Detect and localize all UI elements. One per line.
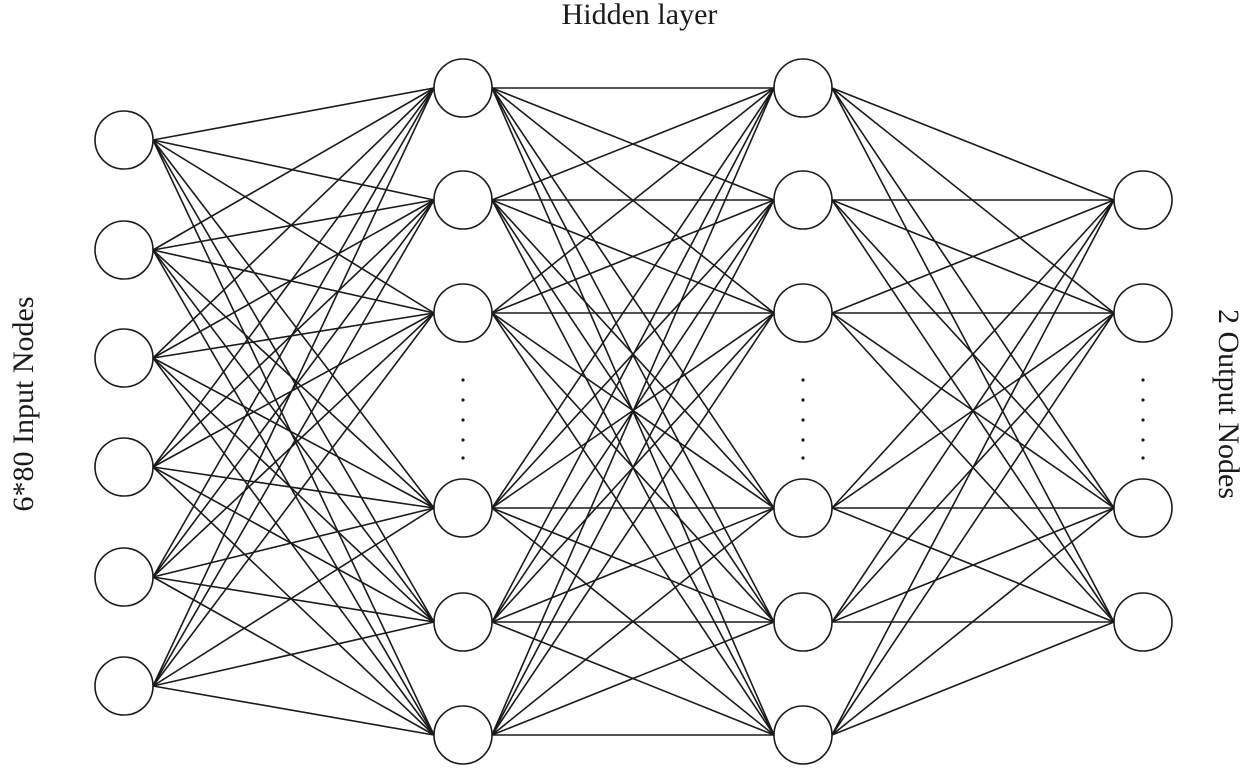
edge-input-0-to-hidden-1-5	[152, 139, 435, 736]
edge-input-3-to-hidden-1-3	[152, 466, 435, 509]
edge-input-5-to-hidden-1-5	[152, 685, 435, 736]
edge-input-0-to-hidden-1-1	[152, 139, 435, 201]
edge-input-0-to-hidden-1-3	[152, 139, 435, 509]
nodes	[94, 58, 1173, 765]
edge-input-1-to-hidden-1-0	[152, 87, 435, 251]
output-nodes-label: 2 Output Nodes	[1212, 309, 1245, 499]
edge-input-2-to-hidden-1-2	[152, 312, 435, 359]
hidden-2-node-6	[773, 705, 833, 765]
hidden-2-ellipsis-dot-1	[801, 378, 805, 382]
output-node-1	[1113, 170, 1173, 230]
output-node-4	[1113, 592, 1173, 652]
edge-input-5-to-hidden-1-2	[152, 312, 435, 687]
edge-hidden-1-1-to-hidden-2-0	[491, 87, 775, 201]
edge-hidden-2-5-to-output-0	[831, 199, 1115, 736]
edge-hidden-1-5-to-hidden-2-2	[491, 312, 775, 736]
edge-input-4-to-hidden-1-0	[152, 87, 435, 578]
edge-input-4-to-hidden-1-2	[152, 312, 435, 578]
edge-input-1-to-hidden-1-1	[152, 199, 435, 251]
edge-input-3-to-hidden-1-4	[152, 466, 435, 623]
edge-input-2-to-hidden-1-5	[152, 357, 435, 736]
ellipses	[461, 378, 1145, 460]
output-ellipsis-dot-2	[1141, 398, 1145, 402]
edge-input-0-to-hidden-1-4	[152, 139, 435, 623]
hidden-1-node-4	[433, 478, 493, 538]
edge-input-4-to-hidden-1-3	[152, 507, 435, 578]
edge-hidden-1-5-to-hidden-2-1	[491, 199, 775, 736]
input-node-1	[94, 110, 154, 170]
edge-hidden-1-4-to-hidden-2-0	[491, 87, 775, 623]
edge-input-5-to-hidden-1-4	[152, 621, 435, 687]
edge-input-3-to-hidden-1-2	[152, 312, 435, 468]
edge-input-4-to-hidden-1-5	[152, 576, 435, 736]
edge-hidden-1-5-to-hidden-2-0	[491, 87, 775, 736]
edge-input-2-to-hidden-1-0	[152, 87, 435, 359]
edge-hidden-2-5-to-output-3	[831, 621, 1115, 736]
hidden-1-ellipsis-dot-2	[461, 398, 465, 402]
hidden-layer-label: Hidden layer	[561, 0, 718, 31]
edge-input-5-to-hidden-1-0	[152, 87, 435, 687]
edge-input-2-to-hidden-1-3	[152, 357, 435, 509]
output-ellipsis-dot-1	[1141, 378, 1145, 382]
hidden-1-node-1	[433, 58, 493, 118]
input-node-2	[94, 220, 154, 280]
output-ellipsis-dot-4	[1141, 438, 1145, 442]
hidden-2-node-4	[773, 478, 833, 538]
edge-hidden-2-5-to-output-1	[831, 312, 1115, 736]
edge-input-3-to-hidden-1-0	[152, 87, 435, 468]
edge-input-3-to-hidden-1-5	[152, 466, 435, 736]
hidden-2-ellipsis-dot-4	[801, 438, 805, 442]
output-ellipsis-dot-3	[1141, 418, 1145, 422]
edge-hidden-1-4-to-hidden-2-3	[491, 507, 775, 623]
input-node-4	[94, 437, 154, 497]
hidden-1-ellipsis-dot-3	[461, 418, 465, 422]
hidden-2-node-1	[773, 58, 833, 118]
hidden-1-node-2	[433, 170, 493, 230]
hidden-2-ellipsis-dot-2	[801, 398, 805, 402]
edge-hidden-2-0-to-output-0	[831, 87, 1115, 201]
input-node-3	[94, 328, 154, 388]
edges	[152, 87, 1115, 736]
edge-input-5-to-hidden-1-3	[152, 507, 435, 687]
hidden-2-ellipsis-dot-3	[801, 418, 805, 422]
hidden-1-node-3	[433, 283, 493, 343]
edge-hidden-2-3-to-output-0	[831, 199, 1115, 509]
edge-input-2-to-hidden-1-1	[152, 199, 435, 359]
output-node-2	[1113, 283, 1173, 343]
edge-hidden-2-0-to-output-2	[831, 87, 1115, 509]
edge-input-5-to-hidden-1-1	[152, 199, 435, 687]
edge-hidden-1-2-to-hidden-2-1	[491, 199, 775, 314]
input-node-6	[94, 656, 154, 716]
input-nodes-label: 6*80 Input Nodes	[7, 296, 40, 512]
edge-hidden-1-5-to-hidden-2-4	[491, 621, 775, 736]
edge-hidden-2-2-to-output-0	[831, 199, 1115, 314]
hidden-1-node-6	[433, 705, 493, 765]
edge-hidden-2-4-to-output-0	[831, 199, 1115, 623]
edge-input-0-to-hidden-1-2	[152, 139, 435, 314]
hidden-1-node-5	[433, 592, 493, 652]
edge-input-1-to-hidden-1-2	[152, 249, 435, 314]
output-ellipsis-dot-5	[1141, 456, 1145, 460]
edge-hidden-2-5-to-output-2	[831, 507, 1115, 736]
hidden-2-ellipsis-dot-5	[801, 456, 805, 460]
edge-input-1-to-hidden-1-3	[152, 249, 435, 509]
edge-input-0-to-hidden-1-0	[152, 87, 435, 141]
hidden-2-node-5	[773, 592, 833, 652]
output-node-3	[1113, 478, 1173, 538]
hidden-1-ellipsis-dot-1	[461, 378, 465, 382]
hidden-2-node-2	[773, 170, 833, 230]
edge-hidden-1-3-to-hidden-2-0	[491, 87, 775, 509]
hidden-1-ellipsis-dot-4	[461, 438, 465, 442]
input-node-5	[94, 547, 154, 607]
edge-hidden-1-2-to-hidden-2-0	[491, 87, 775, 314]
hidden-1-ellipsis-dot-5	[461, 456, 465, 460]
edge-hidden-1-5-to-hidden-2-3	[491, 507, 775, 736]
edge-hidden-2-4-to-output-2	[831, 507, 1115, 623]
hidden-2-node-3	[773, 283, 833, 343]
edge-input-2-to-hidden-1-4	[152, 357, 435, 623]
